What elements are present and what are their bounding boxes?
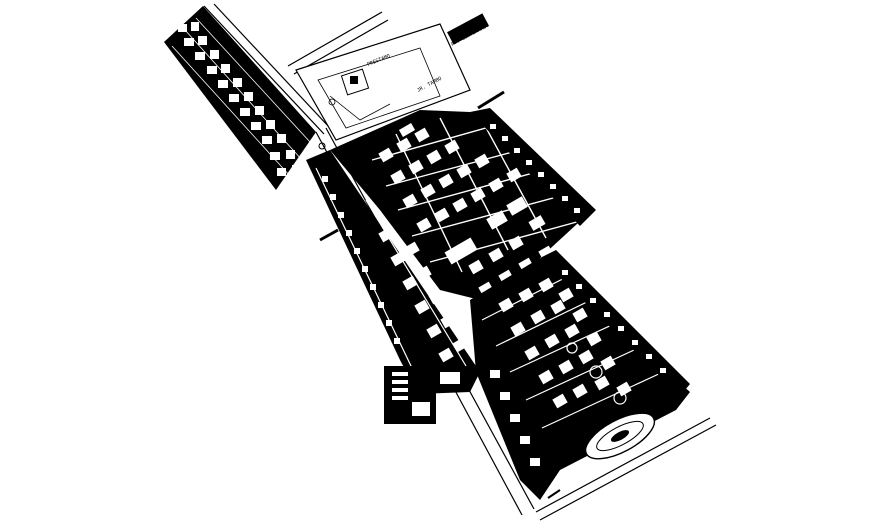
east-south-perimeter-row [540, 250, 690, 396]
east-perimeter-row [470, 108, 596, 226]
central-district [330, 110, 590, 300]
southwest-appendix-block [384, 366, 436, 424]
central-lots [378, 123, 554, 297]
northwest-block-strip [164, 6, 316, 190]
detail-strokes [318, 90, 561, 499]
northwest-lot-divisions [171, 17, 311, 177]
central-street-grid [371, 117, 585, 273]
park-area: PRESTAMO [295, 23, 471, 141]
southern-lots [490, 277, 632, 466]
west-wedge [306, 150, 480, 394]
